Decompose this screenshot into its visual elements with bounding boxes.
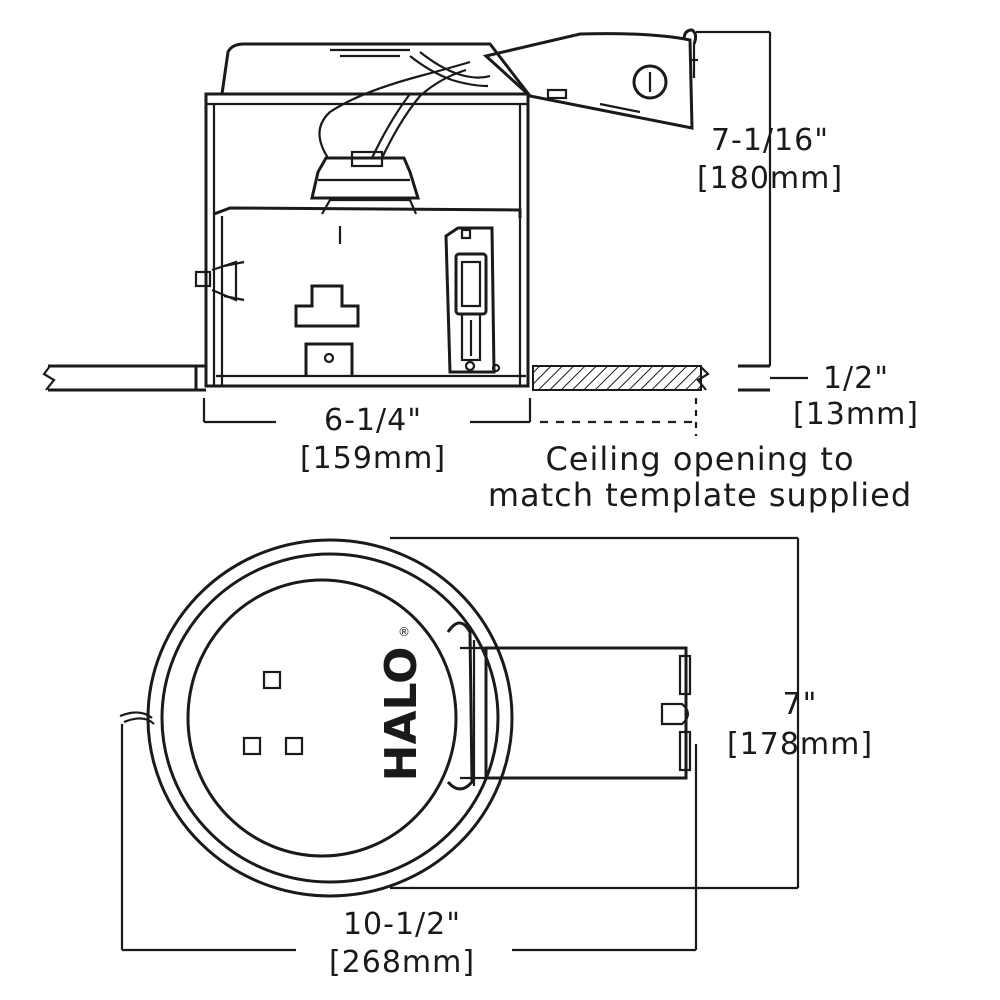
wires [318,60,471,159]
junction-box-top [446,621,692,791]
height-mm: [180mm] [697,161,843,196]
ceiling-opening-dashed: Ceiling opening to match template suppli… [488,398,912,514]
brand-mark: ® [398,625,410,639]
ceiling-thickness-inches: 1/2" [823,361,889,396]
ceiling-right-hatched [532,364,770,392]
cutouts [242,670,304,756]
junction-box [220,42,532,97]
top-height-mm: [178mm] [727,727,873,762]
top-width-dimension: 10-1/2" [268mm] [120,724,698,980]
wire-lead [119,711,155,725]
width-inches: 6-1/4" [324,403,422,438]
side-view: 7-1/16" [180mm] 1/2" [13mm] 6-1/4" [159m… [42,28,919,514]
top-view: HALO ® 7" [178mm] [119,536,873,980]
ceiling-thickness-mm: [13mm] [793,397,919,432]
top-width-inches: 10-1/2" [343,907,461,942]
top-height-dimension: 7" [178mm] [390,536,873,890]
junction-flap [482,28,698,130]
bottom-flange [304,342,501,376]
brand-text: HALO [376,647,427,782]
ceiling-note-line1: Ceiling opening to [545,440,854,478]
ceiling-left [42,364,206,392]
halo-logo: HALO ® [376,625,427,781]
width-dimension: 6-1/4" [159mm] [202,398,532,476]
top-width-mm: [268mm] [329,945,475,980]
ceiling-thickness-dimension: 1/2" [13mm] [770,361,919,432]
top-height-inches: 7" [783,687,818,722]
trim-rings [146,538,514,898]
thermal-protector [444,226,496,374]
side-clip [194,260,245,302]
height-dimension: 7-1/16" [180mm] [696,30,843,366]
ceiling-note-line2: match template supplied [488,476,912,514]
cutout-shape [294,284,360,328]
socket-bracket [310,150,421,244]
height-inches: 7-1/16" [711,123,829,158]
width-mm: [159mm] [300,441,446,476]
mounting-plate [213,206,526,386]
